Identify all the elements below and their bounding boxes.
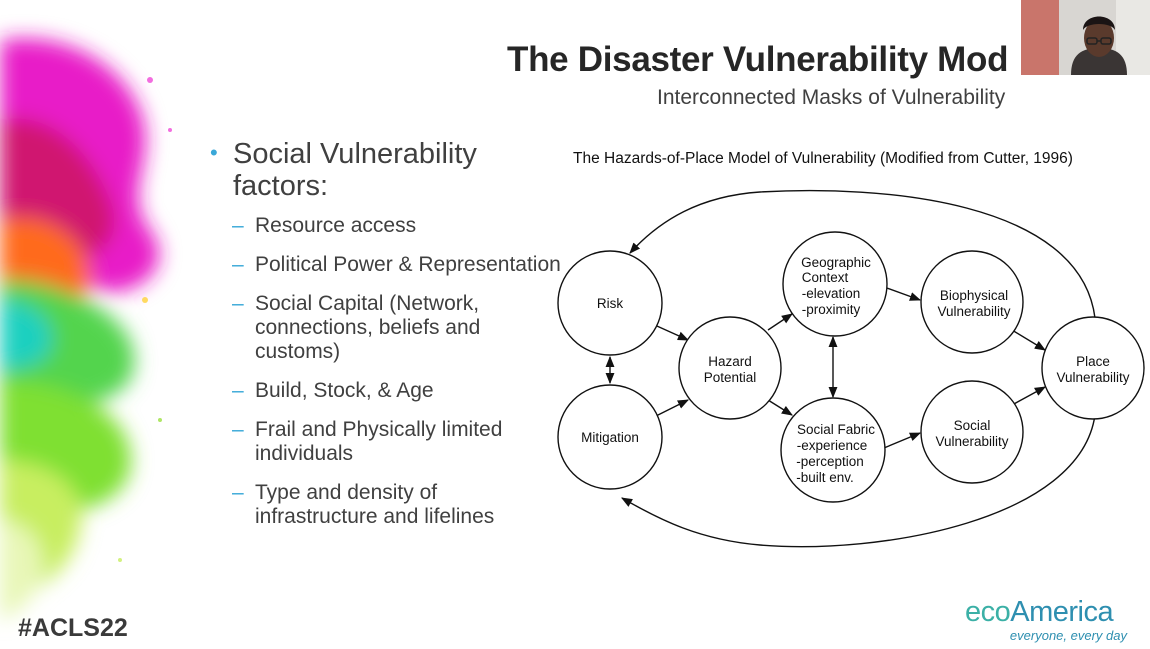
node-label: Geographic — [801, 255, 871, 270]
node-label: -experience — [797, 438, 868, 453]
sub-bullet-text: Build, Stock, & Age — [255, 379, 434, 402]
svg-text:Hazard: Hazard — [708, 354, 752, 369]
svg-text:Context: Context — [802, 270, 849, 285]
svg-text:-proximity: -proximity — [802, 302, 861, 317]
sub-bullet-text: Frail and Physically limited individuals — [255, 418, 503, 465]
slide-subtitle: Interconnected Masks of Vulnerability — [657, 86, 1006, 109]
sub-bullet-text: Political Power & Representation — [255, 253, 561, 276]
bullet-list: • Social Vulnerability factors: –Resourc… — [210, 138, 565, 544]
logo-america-text: America — [1010, 596, 1114, 628]
svg-text:Geographic: Geographic — [801, 255, 871, 270]
feedback-arrow-bottom — [621, 414, 1096, 548]
arrow-geo-bio — [883, 286, 922, 301]
event-hashtag: #ACLS22 — [18, 614, 128, 642]
sub-bullet-item: –Political Power & Representation — [210, 253, 565, 277]
node-label: Potential — [704, 370, 757, 385]
webcam-video-tile[interactable] — [1021, 0, 1150, 75]
svg-text:-elevation: -elevation — [802, 286, 861, 301]
svg-text:Mitigation: Mitigation — [581, 430, 639, 445]
svg-text:-perception: -perception — [796, 454, 864, 469]
sub-bullet-text: Resource access — [255, 214, 417, 237]
node-label: Mitigation — [581, 430, 639, 445]
arrow-hazard-social — [767, 399, 793, 416]
svg-text:Place: Place — [1076, 354, 1110, 369]
svg-text:Risk: Risk — [597, 296, 623, 311]
sub-bullet-item: –Social Capital (Network, connections, b… — [210, 292, 565, 364]
paint-splash-decoration — [0, 38, 172, 620]
sub-bullet-item: –Type and density of infrastructure and … — [210, 481, 565, 529]
node-label: Biophysical — [940, 288, 1008, 303]
svg-text:-experience: -experience — [797, 438, 868, 453]
node-social-fabric — [780, 397, 886, 503]
feedback-arrow-top — [629, 189, 1096, 319]
arrow-social-socvuln — [883, 432, 922, 449]
presenter-video-icon — [1021, 0, 1150, 75]
bullet-dot-icon: • — [210, 140, 218, 165]
dash-icon: – — [232, 253, 244, 276]
node-label: Social Fabric — [797, 422, 875, 437]
diagram-caption: The Hazards-of-Place Model of Vulnerabil… — [573, 150, 1073, 167]
node-biophysical-vulnerability — [920, 250, 1024, 354]
dash-icon: – — [232, 418, 244, 441]
bullet-main-text: Social Vulnerability factors: — [233, 138, 477, 202]
sub-bullet-item: –Frail and Physically limited individual… — [210, 418, 565, 466]
svg-text:-built env.: -built env. — [796, 470, 854, 485]
arrow-hazard-geo — [767, 313, 793, 331]
node-label: Social — [954, 418, 991, 433]
node-label: Hazard — [708, 354, 752, 369]
node-geographic-context — [782, 231, 888, 337]
node-risk — [557, 250, 663, 356]
svg-text:Vulnerability: Vulnerability — [1056, 370, 1129, 385]
node-label: Vulnerability — [935, 434, 1008, 449]
node-place-vulnerability — [1041, 316, 1145, 420]
logo-eco-text: eco — [965, 596, 1011, 628]
node-hazard-potential — [678, 316, 782, 420]
node-label: -proximity — [802, 302, 861, 317]
node-label: Place — [1076, 354, 1110, 369]
node-label: Vulnerability — [1056, 370, 1129, 385]
svg-text:Social Fabric: Social Fabric — [797, 422, 875, 437]
ecoamerica-logo: ecoAmerica everyone, every day — [965, 596, 1135, 643]
node-label: -built env. — [796, 470, 854, 485]
node-label: Context — [802, 270, 849, 285]
sub-bullet-text: Type and density of infrastructure and l… — [255, 481, 495, 528]
logo-wordmark: ecoAmerica — [965, 596, 1135, 628]
dash-icon: – — [232, 481, 244, 504]
svg-text:Potential: Potential — [704, 370, 757, 385]
arrow-socvuln-place — [1011, 386, 1046, 406]
svg-text:Biophysical: Biophysical — [940, 288, 1008, 303]
svg-text:Social: Social — [954, 418, 991, 433]
dash-icon: – — [232, 214, 244, 237]
sub-bullet-text: Social Capital (Network, connections, be… — [255, 292, 481, 363]
sub-bullet-item: –Resource access — [210, 214, 565, 238]
bullet-main: • Social Vulnerability factors: — [210, 138, 565, 202]
node-label: -elevation — [802, 286, 861, 301]
sub-bullet-item: –Build, Stock, & Age — [210, 379, 565, 403]
node-mitigation — [557, 384, 663, 490]
node-label: -perception — [796, 454, 864, 469]
node-social-vulnerability — [920, 380, 1024, 484]
sub-bullet-list: –Resource access –Political Power & Repr… — [210, 214, 565, 529]
logo-tagline: everyone, every day — [1009, 628, 1127, 643]
node-label: Risk — [597, 296, 623, 311]
svg-text:Vulnerability: Vulnerability — [937, 304, 1010, 319]
node-label: Vulnerability — [937, 304, 1010, 319]
arrow-bio-place — [1011, 329, 1046, 351]
dash-icon: – — [232, 292, 244, 315]
slide-title: The Disaster Vulnerability Mod — [507, 40, 1009, 79]
dash-icon: – — [232, 379, 244, 402]
hazards-of-place-diagram: Risk Mitigation Hazard Potential Geograp… — [557, 189, 1145, 548]
svg-text:Vulnerability: Vulnerability — [935, 434, 1008, 449]
